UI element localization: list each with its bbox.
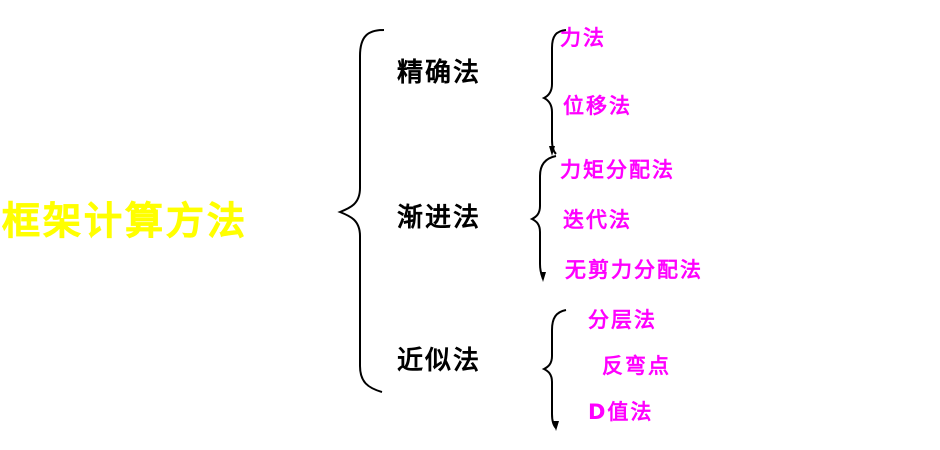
method-leaf: D值法 xyxy=(588,400,654,424)
arrowhead xyxy=(540,272,546,282)
method-leaf: 力矩分配法 xyxy=(560,158,675,182)
arrowhead xyxy=(553,421,559,431)
method-leaf: 位移法 xyxy=(563,94,632,118)
method-leaf: 反弯点 xyxy=(602,354,671,378)
method-leaf: 力法 xyxy=(560,26,606,50)
method-leaf: 分层法 xyxy=(588,308,657,332)
category-progressive: 渐进法 xyxy=(397,203,482,233)
brace-exact-methods xyxy=(541,29,567,155)
arrowhead xyxy=(549,146,555,156)
brace-approximate-methods xyxy=(541,309,567,429)
method-leaf: 迭代法 xyxy=(563,208,632,232)
category-approximate: 近似法 xyxy=(397,346,482,376)
brace-progressive-methods xyxy=(529,155,557,280)
main-brace xyxy=(337,29,385,393)
root-node-label: 框架计算方法 xyxy=(2,199,249,243)
method-leaf: 无剪力分配法 xyxy=(565,258,703,282)
category-exact: 精确法 xyxy=(397,58,482,88)
